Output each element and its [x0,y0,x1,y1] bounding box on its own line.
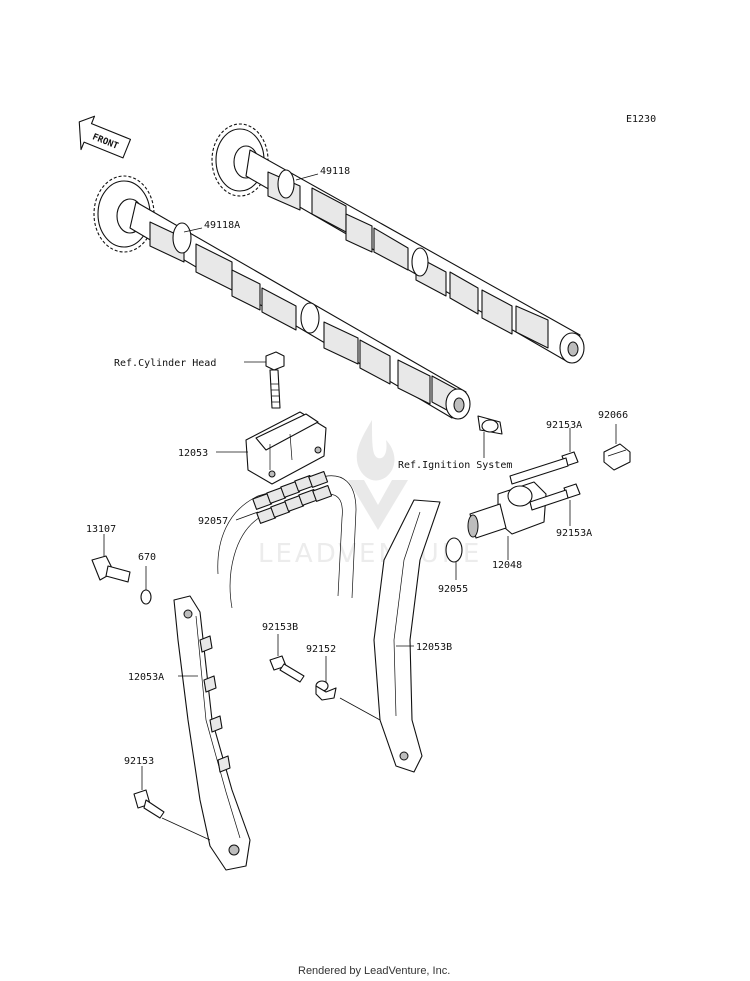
callout-92153: 92153 [124,756,154,767]
o-ring-92055 [445,537,463,563]
leader-49118a [183,227,203,233]
callout-49118: 49118 [320,166,350,177]
bolt-92153a-right [529,483,581,511]
watermark-logo [348,420,408,530]
bolt-92153b [269,655,305,683]
footer-credit: Rendered by LeadVenture, Inc. [298,965,450,977]
collar-92152 [315,680,337,701]
tensioner-12048 [467,481,547,539]
callout-12053b: 12053B [416,642,452,653]
camshaft-49118 [211,123,585,364]
ring-670 [140,589,152,605]
callout-49118a: 49118A [204,220,240,231]
callout-92153b: 92153B [262,622,298,633]
camshaft-49118a [93,175,471,420]
callout-670: 670 [138,552,156,563]
callout-92153a-right: 92153A [556,528,592,539]
leader-92153-to-guide [161,817,211,841]
callout-92055: 92055 [438,584,468,595]
ignition-rotor-coupler [477,415,503,435]
callout-12048: 12048 [492,560,522,571]
front-arrow-icon: FRONT [78,115,132,159]
plug-92066 [603,443,631,471]
callout-ref-cylinder-head: Ref.Cylinder Head [114,358,216,369]
bolt-92153 [133,789,165,819]
callout-ref-ignition: Ref.Ignition System [398,460,512,471]
callout-12053: 12053 [178,448,208,459]
bolt-92153a-upper [509,451,579,485]
callout-92152: 92152 [306,644,336,655]
callout-92153a-upper: 92153A [546,420,582,431]
watermark-text: LEADVENTURE [258,539,482,569]
chain-guide-12053a [173,595,251,871]
callout-92066: 92066 [598,410,628,421]
callout-13107: 13107 [86,524,116,535]
leader-92057 [235,511,259,521]
cam-chain-92057 [217,471,357,609]
chain-guide-12053b [373,499,441,773]
pivot-bolt-13107 [91,555,131,583]
holder-bolt [265,351,285,409]
callout-92057: 92057 [198,516,228,527]
leader-49118 [295,173,319,181]
diagram-code: E1230 [626,114,656,125]
chain-guide-holder-12053 [245,411,327,485]
leader-92152-to-guide [339,697,381,721]
callout-12053a: 12053A [128,672,164,683]
